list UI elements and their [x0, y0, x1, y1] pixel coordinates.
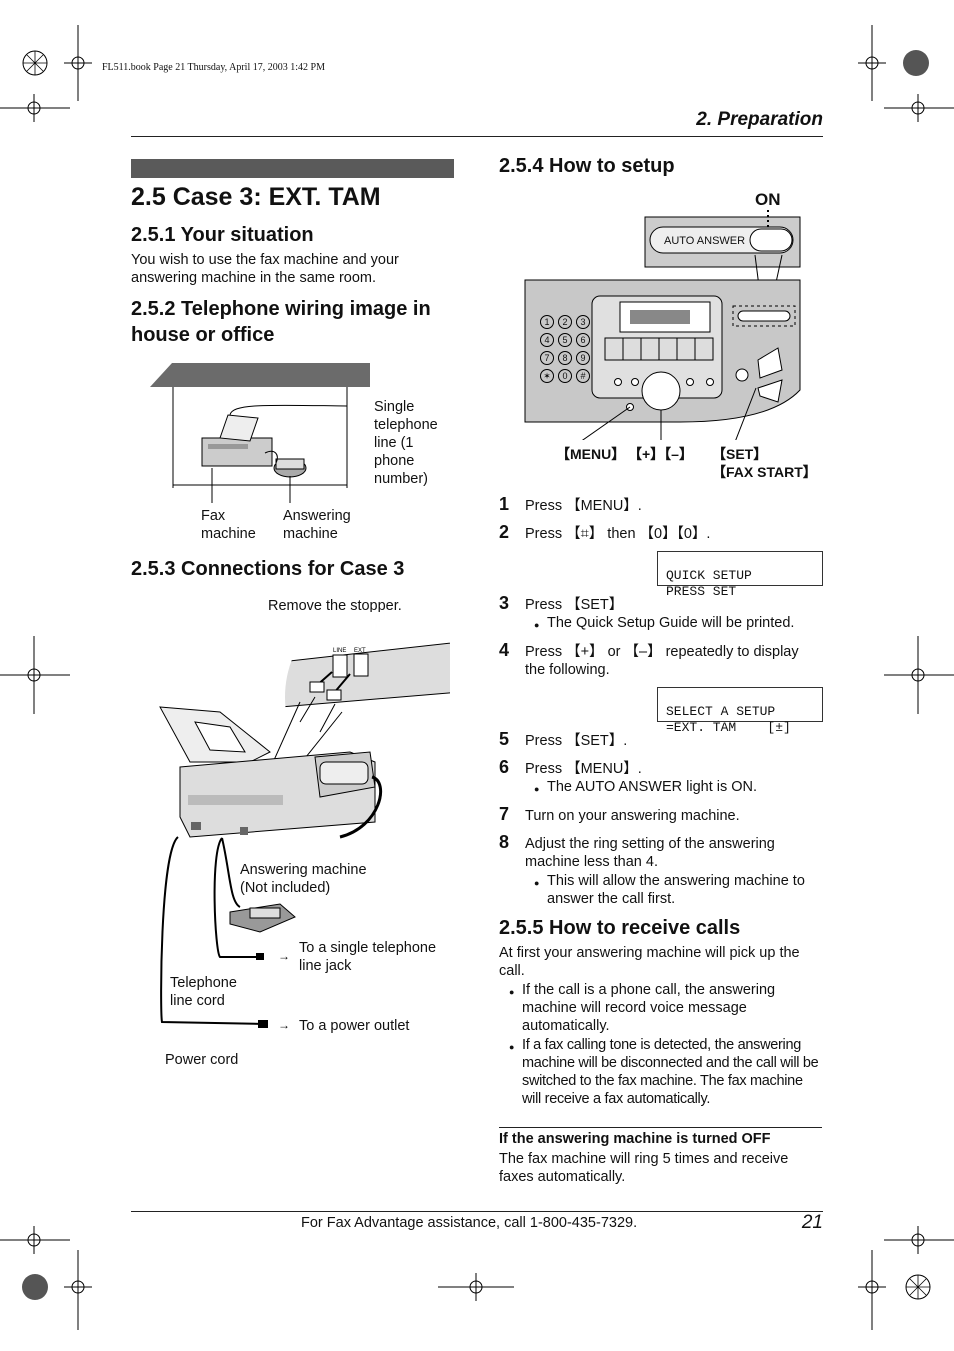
- port-line-label: LINE: [333, 648, 346, 654]
- label-fax-machine: Fax machine: [201, 508, 256, 542]
- lcd2-line2: =EXT. TAM [±]: [666, 720, 791, 735]
- step-4-num: 4: [499, 640, 510, 660]
- s251-title: 2.5.1 Your situation: [131, 224, 314, 246]
- svg-text:→: →: [278, 1018, 290, 1032]
- set-key-label: 【SET】: [712, 446, 768, 462]
- key-0: 0: [558, 369, 572, 383]
- header-rule: [131, 136, 823, 137]
- section-bar: [131, 159, 454, 178]
- lcd-display-2: SELECT A SETUP=EXT. TAM [±]: [657, 687, 823, 735]
- lcd2-line1: SELECT A SETUP: [666, 704, 776, 719]
- label-power-cord: Power cord: [165, 1052, 239, 1068]
- key-7: 7: [540, 351, 554, 365]
- print-header: FL511.book Page 21 Thursday, April 17, 2…: [102, 62, 325, 73]
- s255-intro: At first your answering machine will pic…: [499, 945, 800, 979]
- step-8-num: 8: [499, 832, 510, 852]
- s255-title: 2.5.5 How to receive calls: [499, 917, 741, 939]
- note-rule: [499, 1127, 822, 1128]
- step-8-text: Adjust the ring setting of the answering…: [525, 836, 775, 870]
- s255-bullet-2: If a fax calling tone is detected, the a…: [509, 1036, 822, 1108]
- step-1-text: Press 【MENU】.: [525, 498, 642, 514]
- house-wiring-illustration: [150, 363, 370, 503]
- step-5-text: Press 【SET】.: [525, 733, 628, 749]
- s253-title: 2.5.3 Connections for Case 3: [131, 558, 405, 580]
- fax-machine-icon: [201, 414, 273, 467]
- key-8: 8: [558, 351, 572, 365]
- port-ext-label: EXT: [354, 648, 366, 654]
- step-2-num: 2: [499, 522, 510, 542]
- fax-machine-rear-icon: [159, 706, 382, 839]
- connection-illustration: LINE EXT → →: [159, 612, 450, 1032]
- page-number: 21: [801, 1212, 823, 1233]
- footer-assist: For Fax Advantage assistance, call 1-800…: [301, 1215, 638, 1231]
- chapter-header: 2. Preparation: [696, 109, 823, 130]
- key-1: 1: [540, 315, 554, 329]
- label-power-outlet: To a power outlet: [299, 1018, 410, 1034]
- control-panel-illustration: [524, 210, 801, 440]
- answering-machine-icon: [229, 903, 296, 933]
- key-6: 6: [576, 333, 590, 347]
- key-star: ✶: [540, 369, 554, 383]
- s255-bullet-1: If the call is a phone call, the answeri…: [509, 981, 812, 1035]
- lcd1-line1: QUICK SETUP: [666, 568, 752, 583]
- step-6-text: Press 【MENU】.: [525, 761, 642, 777]
- key-2: 2: [558, 315, 572, 329]
- section-title: 2.5 Case 3: EXT. TAM: [131, 183, 381, 211]
- label-single-line: Single telephone line (1 phone number): [374, 399, 438, 487]
- key-4: 4: [540, 333, 554, 347]
- plusminus-key-label: 【+】【–】: [628, 446, 693, 462]
- step-3-text: Press 【SET】: [525, 597, 624, 613]
- step-8-bullet: This will allow the answering machine to…: [534, 872, 822, 908]
- label-answering-not-included: Answering machine (Not included): [240, 862, 367, 896]
- key-5: 5: [558, 333, 572, 347]
- label-answering-machine: Answering machine: [283, 508, 351, 542]
- step-3-bullet: The Quick Setup Guide will be printed.: [534, 614, 794, 634]
- auto-answer-label: AUTO ANSWER: [664, 235, 746, 247]
- key-hash: #: [576, 369, 590, 383]
- step-6-bullet: The AUTO ANSWER light is ON.: [534, 778, 757, 798]
- lcd1-line2: PRESS SET: [666, 584, 737, 599]
- answering-machine-icon: [273, 458, 307, 478]
- s252-title: 2.5.2 Telephone wiring image in house or…: [131, 298, 431, 346]
- step-2-text: Press 【⌗】 then 【0】【0】.: [525, 526, 711, 542]
- step-3-num: 3: [499, 593, 510, 613]
- label-telephone-cord: Telephone line cord: [170, 975, 237, 1009]
- svg-text:→: →: [278, 949, 290, 963]
- step-4-text: Press 【+】 or 【–】 repeatedly to display t…: [525, 644, 799, 678]
- s254-title: 2.5.4 How to setup: [499, 155, 675, 177]
- label-line-jack: To a single telephone line jack: [299, 940, 437, 974]
- off-title: If the answering machine is turned OFF: [499, 1131, 771, 1147]
- step-1-num: 1: [499, 494, 510, 514]
- key-9: 9: [576, 351, 590, 365]
- fax-start-key-label: 【FAX START】: [712, 464, 817, 480]
- keypad: 1 2 3 4 5 6 7 8 9 ✶ 0 #: [540, 315, 596, 383]
- label-remove-stopper: Remove the stopper.: [268, 598, 402, 614]
- off-text: The fax machine will ring 5 times and re…: [499, 1151, 789, 1185]
- step-6-num: 6: [499, 757, 510, 777]
- footer-rule: [131, 1211, 823, 1212]
- key-3: 3: [576, 315, 590, 329]
- menu-key-label: 【MENU】: [556, 446, 626, 462]
- step-7-num: 7: [499, 804, 510, 824]
- step-5-num: 5: [499, 729, 510, 749]
- on-label: ON: [755, 190, 781, 209]
- s251-text: You wish to use the fax machine and your…: [131, 252, 399, 286]
- step-7-text: Turn on your answering machine.: [525, 808, 740, 824]
